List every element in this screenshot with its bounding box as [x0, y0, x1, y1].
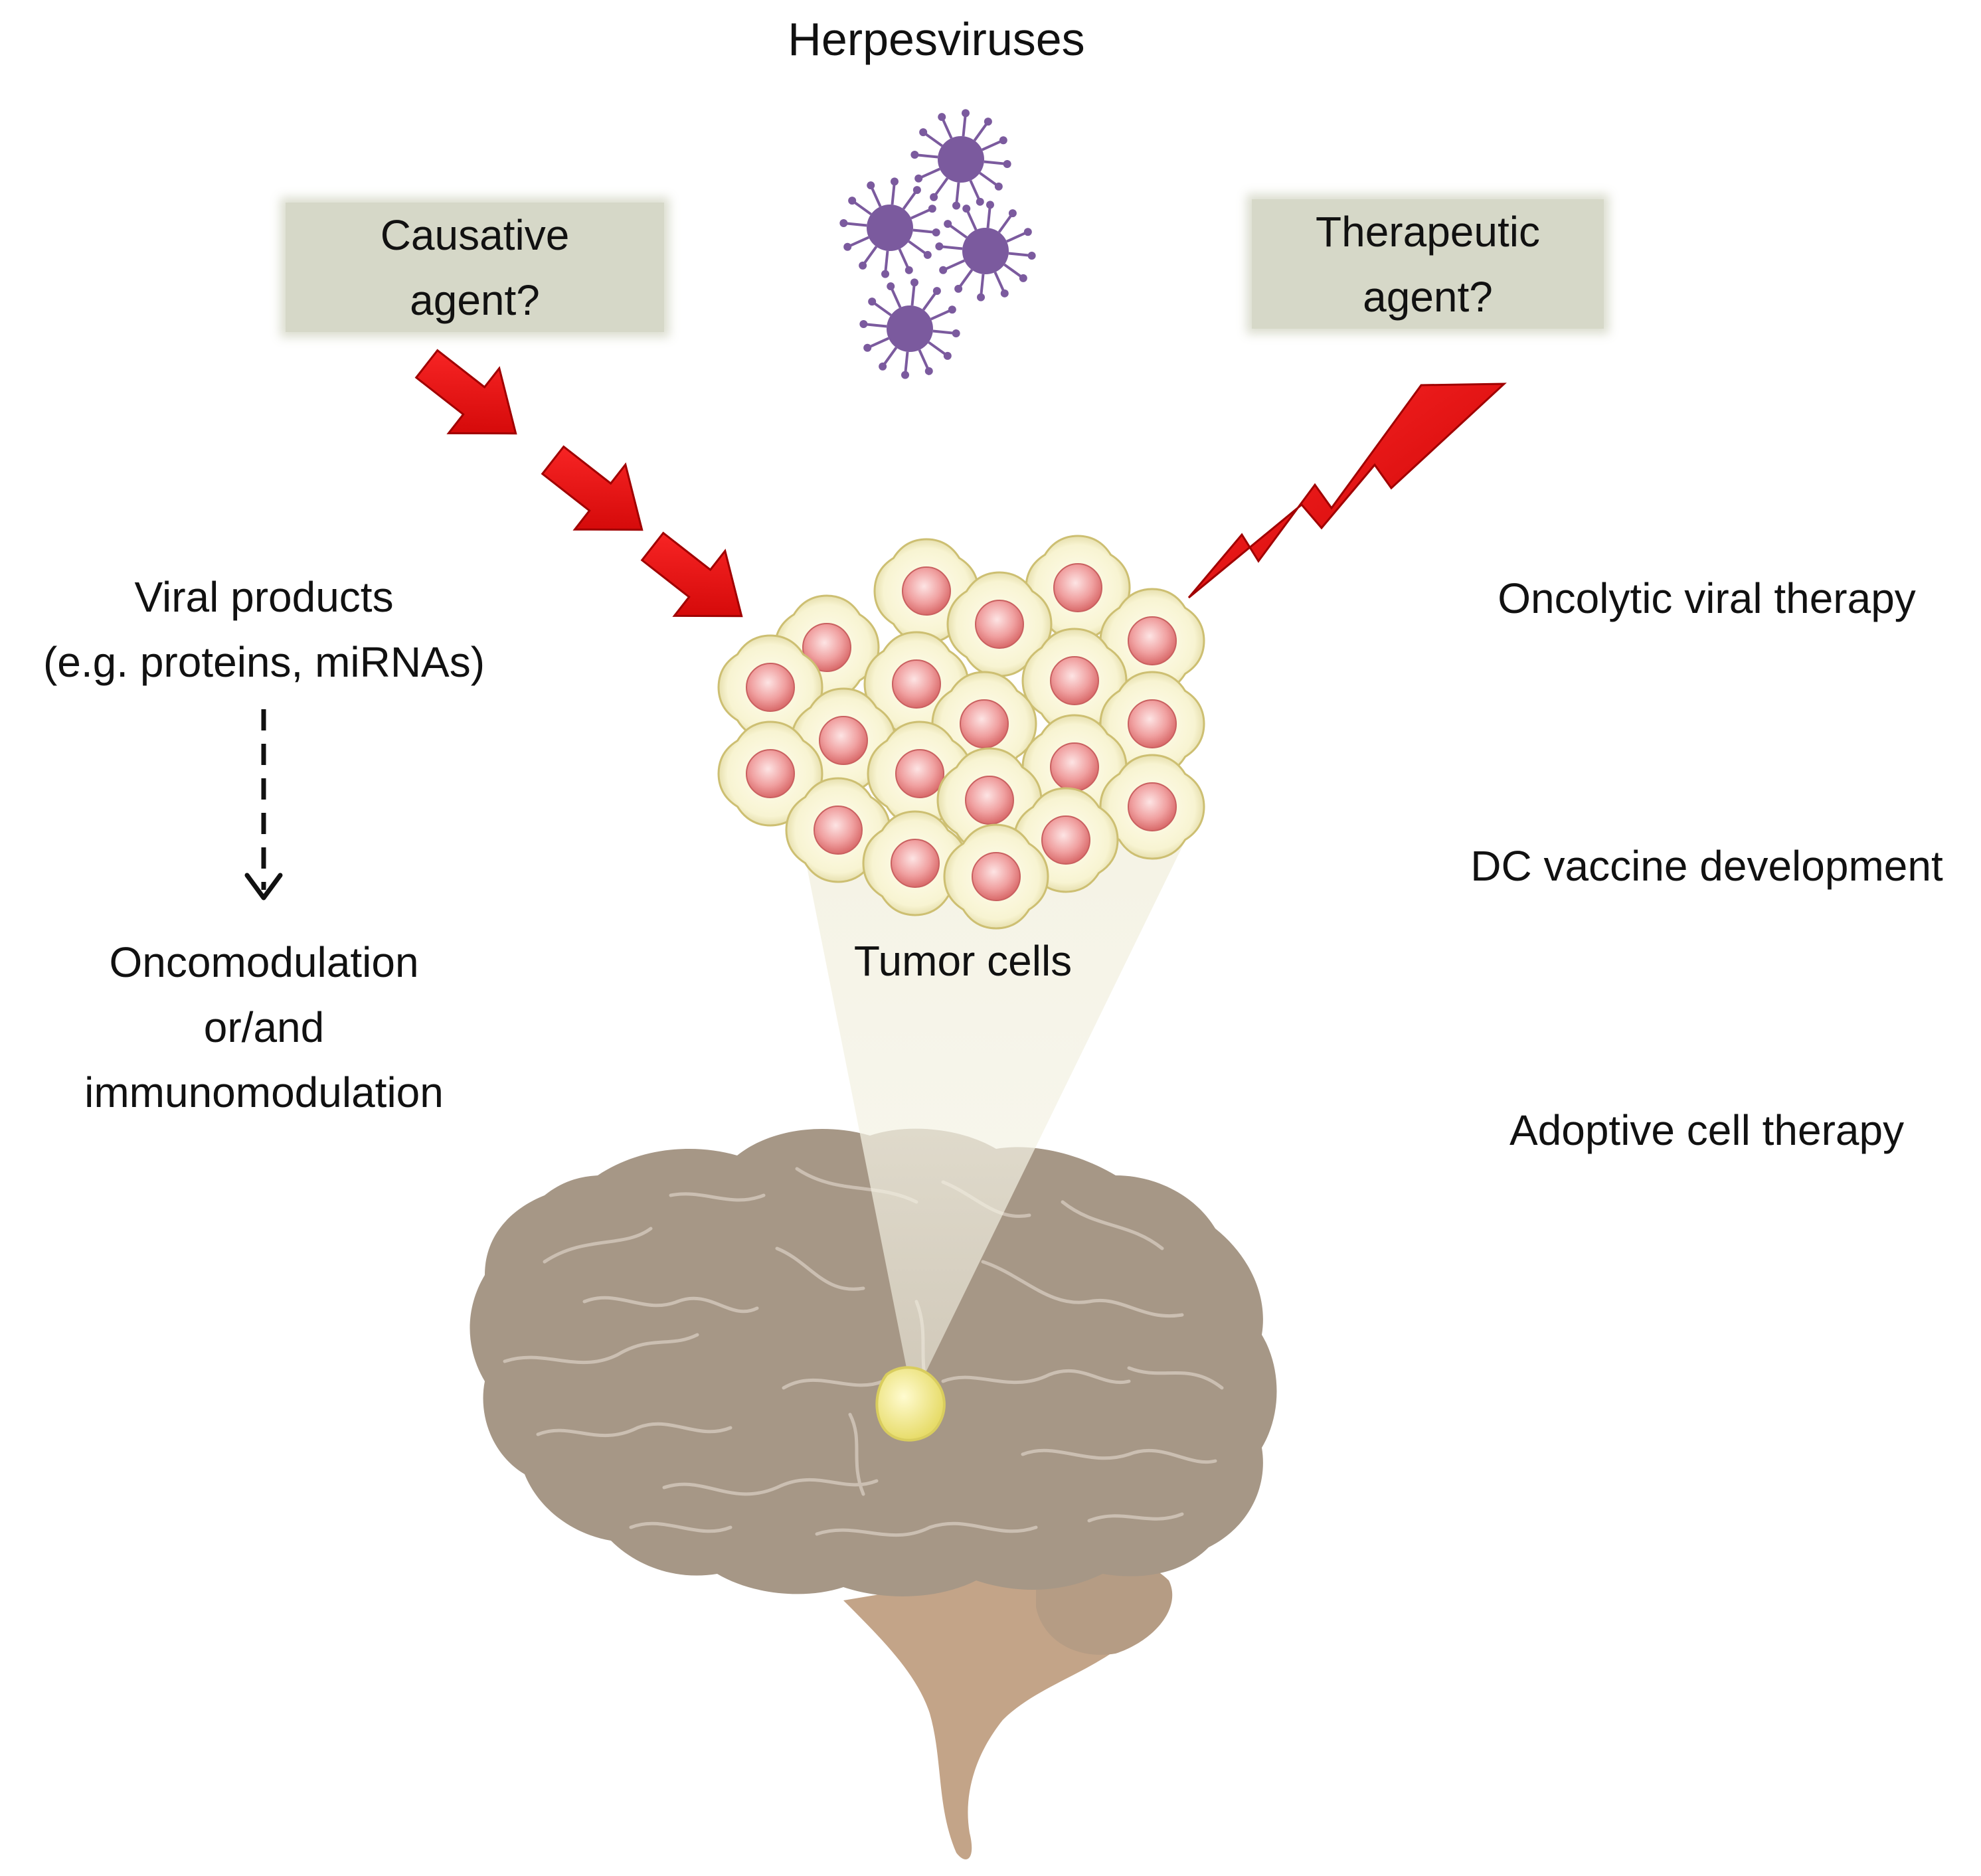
cell-nucleus — [960, 699, 1009, 748]
therapy-oncolytic: Oncolytic viral therapy — [1498, 574, 1916, 622]
cell-nucleus — [1050, 742, 1099, 792]
virus-particle-icon — [839, 177, 940, 278]
cell-nucleus — [1128, 616, 1177, 665]
virus-particle-icon — [935, 201, 1036, 301]
tumor-cell — [946, 571, 1053, 677]
cell-nucleus — [1050, 656, 1099, 705]
oncomodulation-label: Oncomodulation — [109, 938, 419, 986]
viral-products-label: Viral products — [134, 573, 394, 621]
cell-nucleus — [819, 716, 868, 765]
red-arrow-3 — [640, 531, 743, 618]
cell-nucleus — [802, 623, 851, 672]
therapy-adoptive-cell: Adoptive cell therapy — [1509, 1106, 1905, 1154]
cell-nucleus — [895, 749, 944, 798]
or-and-label: or/and — [203, 1003, 325, 1051]
virus-particle-icon — [910, 109, 1011, 210]
cell-nucleus — [902, 566, 951, 616]
cerebrum — [470, 1128, 1277, 1596]
tumor-cell — [717, 634, 823, 740]
tumor-cells-label: Tumor cells — [853, 937, 1073, 985]
tumor-cell — [862, 810, 968, 916]
causative-agent-box: Causative agent? — [286, 203, 664, 332]
cell-nucleus — [1128, 782, 1177, 831]
cell-nucleus — [746, 749, 795, 798]
immunomodulation-label: immunomodulation — [84, 1068, 444, 1116]
cell-nucleus — [892, 659, 941, 709]
brain-folds — [503, 1167, 1224, 1537]
causative-arrows — [414, 349, 743, 618]
cell-nucleus — [746, 663, 795, 712]
cell-nucleus — [965, 776, 1014, 825]
therapeutic-agent-box: Therapeutic agent? — [1252, 199, 1604, 329]
brain-illustration — [470, 1128, 1277, 1859]
therapy-dc-vaccine: DC vaccine development — [1470, 842, 1943, 890]
diagram-title: Herpesviruses — [788, 13, 1085, 65]
cell-nucleus — [975, 600, 1024, 649]
virus-particle-icon — [859, 278, 960, 379]
herpesvirus-group — [839, 109, 1036, 379]
brain-tumor — [875, 1366, 946, 1442]
red-arrow-1 — [414, 349, 517, 435]
cell-nucleus — [1128, 699, 1177, 748]
viral-products-detail: (e.g. proteins, miRNAs) — [43, 638, 485, 686]
red-arrow-2 — [541, 445, 644, 531]
tumor-cell — [1021, 628, 1128, 734]
cell-nucleus — [891, 839, 940, 888]
tumor-cell — [936, 747, 1043, 853]
tumor-cell — [1099, 754, 1205, 860]
therapeutic-agent-text: Therapeutic agent? — [1316, 207, 1540, 321]
cell-nucleus — [1053, 563, 1102, 612]
cell-nucleus — [814, 806, 863, 855]
tumor-cell-cluster — [717, 535, 1205, 930]
dashed-arrow — [244, 709, 283, 900]
therapeutic-lightning-bolt — [1187, 383, 1507, 599]
cell-nucleus — [1041, 815, 1090, 865]
tumor-cell — [943, 823, 1049, 930]
magnification-beam — [800, 833, 1189, 1385]
causative-agent-text: Causative agent? — [380, 211, 570, 324]
tumor-cell — [1099, 671, 1205, 777]
cell-nucleus — [972, 852, 1021, 901]
